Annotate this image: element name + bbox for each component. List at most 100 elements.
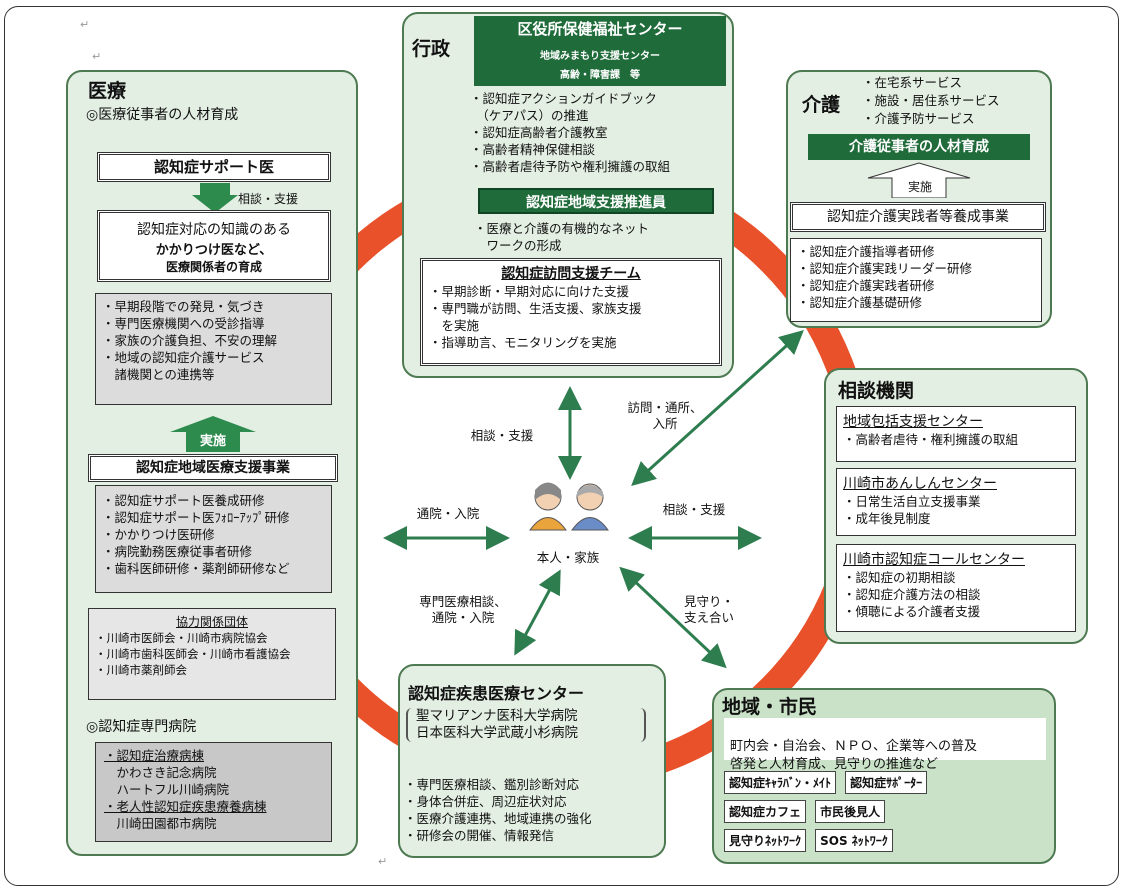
list-item: ・日常生活自立支援事業 [843,494,981,509]
hospital-name: 日本医科大学武蔵小杉病院 [416,725,578,741]
list-item: ・医療介護連携、地域連携の強化 [404,811,592,826]
return-mark: ↵ [378,855,388,868]
consult-org-1: 地域包括支援センター ・高齢者虐待・権利擁護の取組 [836,406,1076,462]
ward-office-sub-line1: 地域みまもり支援センター [540,51,660,62]
person-family-icon [529,482,609,531]
visit-team-title: 認知症訪問支援チーム [501,266,641,282]
disease-center-title: 認知症疾患医療センター [408,684,585,703]
knowledge-line1: 認知症対応の知識のある [137,222,291,238]
list-item: ・認知症介護方法の相談 [843,587,981,602]
knowledge-box: 認知症対応の知識のある かかりつけ医など、 医療関係者の育成 [97,210,331,282]
community-tag: 認知症カフェ [724,800,807,823]
arrow-label-top-right: 訪問・通所、 入所 [627,400,703,431]
hospital-name: 聖マリアンナ医科大学病院 [416,708,578,724]
person-family-label: 本人・家族 [536,550,600,565]
list-item: ・老人性認知症疾患療養病棟 [104,799,267,814]
list-item: ・在宅系サービス [862,75,963,90]
list-item: ・高齢者精神保健相談 [470,142,596,157]
community-tag: SOS ﾈｯﾄﾜｰｸ [815,829,893,852]
arrow-upright [631,329,804,487]
community-tag: 認知症ｻﾎﾟｰﾀｰ [845,771,928,794]
list-item: ・認知症高齢者介護教室 [470,125,608,140]
coop-list: ・川崎市医師会・川崎市病院協会 ・川崎市歯科医師会・川崎市看護協会 ・川崎市薬剤… [95,630,329,678]
knowledge-line2: かかりつけ医など、 [155,243,273,258]
list-item: ・地域の認知症介護サービス 諸機関との連携等 [102,350,265,382]
list-item: ・成年後見制度 [843,511,931,526]
list-item: ・高齢者虐待予防や権利擁護の取組 [470,159,671,174]
promoter-header: 認知症地域支援推進員 [478,188,714,214]
medical-subtitle: ◎医療従事者の人材育成 [86,107,239,123]
care-trainings-box: ・認知症介護指導者研修 ・認知症介護実践リーダー研修 ・認知症介護実践者研修 ・… [790,238,1042,322]
up-arrow-outline-icon [867,162,971,198]
list-item: ・専門医療機関への受診指導 [102,316,265,331]
list-item: ・認知症の初期相談 [843,570,956,585]
ward-office-label: 区役所保健福祉センター [517,20,683,38]
list-item: ・かかりつけ医研修 [102,527,215,542]
list-item: ・認知症介護基礎研修 [797,295,923,310]
list-item: ・認知症介護指導者研修 [797,244,935,259]
visit-team-box: 認知症訪問支援チーム ・早期診断・早期対応に向けた支援 ・専門職が訪問、生活支援… [420,258,722,366]
care-project-box: 認知症介護実践者等養成事業 [790,202,1046,232]
list-item: ・認知症介護実践者研修 [797,278,935,293]
community-title: 地域・市民 [722,696,818,718]
list-item: ・認知症治療病棟 [104,748,205,763]
list-item: ・川崎市薬剤師会 [95,663,187,677]
list-item: ・傾聴による介護者支援 [843,604,981,619]
consult-title: 相談機関 [838,380,915,402]
medical-title: 医療 [88,80,127,102]
list-item: ・認知症介護実践リーダー研修 [797,261,973,276]
community-tag: 見守りﾈｯﾄﾜｰｸ [724,829,807,852]
disease-center-panel [398,664,666,858]
return-mark: ↵ [80,18,90,31]
care-services: ・在宅系サービス ・施設・居住系サービス ・介護予防サービス [862,74,1052,128]
admin-title: 行政 [412,38,451,60]
arrow-label-bottom-right: 見守り・ 支え合い [683,594,734,625]
list-item: ・認知症サポート医ﾌｫﾛｰｱｯﾌﾟ研修 [102,510,290,525]
ward-office-header: 区役所保健福祉センター 地域みまもり支援センター 高齢・障害課 等 [474,16,726,86]
list-item: ・川崎市歯科医師会・川崎市看護協会 [95,647,291,661]
list-item: ・身体合併症、周辺症状対応 [404,794,567,809]
care-title: 介護 [802,94,841,116]
consult-org-name: 川崎市あんしんセンター [843,476,997,492]
list-item: かわさき記念病院 [104,765,217,780]
community-tag: 市民後見人 [815,800,886,823]
ward-office-sub-line2: 高齢・障害課 等 [560,70,640,81]
consult-org-name: 川崎市認知症コールセンター [843,552,1025,568]
promoter-label: 認知症地域支援推進員 [526,195,666,211]
community-tags: 認知症ｷｬﾗﾊﾞﾝ・ﾒｲﾄ 認知症ｻﾎﾟｰﾀｰ 認知症カフェ 市民後見人 見守り… [724,768,1050,855]
list-item: ・介護予防サービス [862,111,975,126]
list-item: ・認知症サポート医養成研修 [102,493,265,508]
list-item: ・家族の介護負担、不安の理解 [102,333,278,348]
consult-support-label: 相談・支援 [238,192,299,206]
up-arrow-icon [170,416,256,452]
list-item: ・施設・居住系サービス [862,93,1000,108]
consult-org-name: 地域包括支援センター [843,414,983,430]
consult-org-items: ・日常生活自立支援事業 ・成年後見制度 [843,493,1069,527]
care-trainings-list: ・認知症介護指導者研修 ・認知症介護実践リーダー研修 ・認知症介護実践者研修 ・… [797,243,1035,311]
list-item: ・専門職が訪問、生活支援、家族支援 を実施 [429,301,642,333]
arrow-label-right: 相談・支援 [662,502,726,517]
arrow-label-top: 相談・支援 [470,428,534,443]
list-item: ・病院勤務医療従事者研修 [102,544,253,559]
arrow-downleft [514,569,561,656]
list-item: ・高齢者虐待・権利擁護の取組 [843,432,1019,447]
regional-medical-project-label: 認知症地域医療支援事業 [136,460,290,476]
disease-center-items: ・専門医療相談、鑑別診断対応 ・身体合併症、周辺症状対応 ・医療介護連携、地域連… [404,776,664,844]
medical-trainings-list: ・認知症サポート医養成研修 ・認知症サポート医ﾌｫﾛｰｱｯﾌﾟ研修 ・かかりつけ… [102,492,325,577]
list-item: 川崎田園都市病院 [104,816,217,831]
consult-org-2: 川崎市あんしんセンター ・日常生活自立支援事業 ・成年後見制度 [836,468,1076,536]
list-item: ・専門医療相談、鑑別診断対応 [404,777,580,792]
promoter-items: ・医療と介護の有機的なネット ワークの形成 [474,220,724,254]
consult-org-3: 川崎市認知症コールセンター ・認知症の初期相談 ・認知症介護方法の相談 ・傾聴に… [836,544,1076,632]
care-hr-label: 介護従事者の人材育成 [849,139,989,155]
outer-frame [4,6,1119,886]
hospital-box: ・認知症治療病棟 かわさき記念病院 ハートフル川崎病院 ・老人性認知症疾患療養病… [95,742,332,842]
list-item: ・認知症アクションガイドブック （ケアパス）の推進 [470,91,657,123]
consult-org-items: ・認知症の初期相談 ・認知症介護方法の相談 ・傾聴による介護者支援 [843,569,1069,620]
support-doctor-label: 認知症サポート医 [153,158,274,176]
arrow-downright [619,566,727,669]
list-item: ・研修会の開催、情報発信 [404,828,555,843]
list-item: ・早期段階での発見・気づき [102,299,265,314]
regional-medical-project: 認知症地域医療支援事業 [88,454,338,482]
down-arrow-icon [192,183,238,213]
